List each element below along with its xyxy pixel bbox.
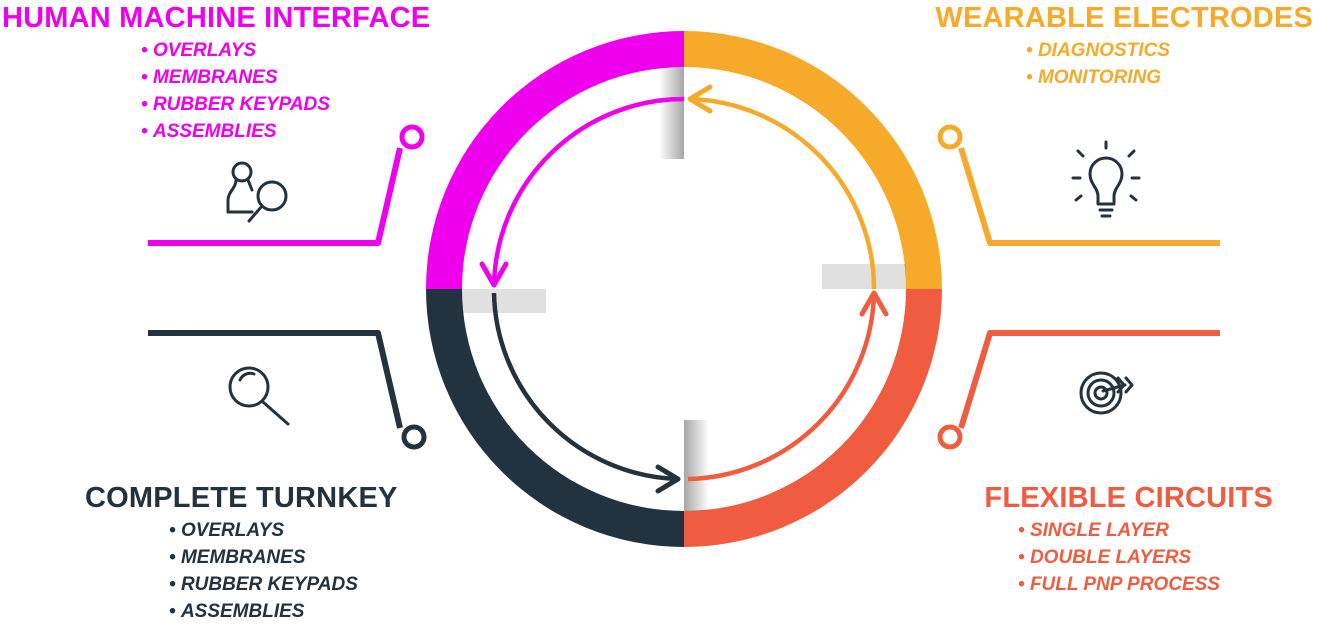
connector-node-wearable	[937, 124, 963, 150]
ring-segment-turnkey	[426, 289, 684, 547]
magnifier-icon	[228, 366, 290, 426]
section-title-wearable: WEARABLE ELECTRODES	[935, 2, 1313, 34]
list-item: FULL PNP PROCESS	[1018, 571, 1220, 598]
arrowhead-orange	[687, 84, 713, 114]
connector-node-hmi	[399, 124, 425, 150]
target-icon	[1079, 371, 1134, 415]
connector-hmi	[148, 147, 403, 246]
inner-arrow-magenta	[491, 96, 685, 286]
ring-segment-hmi	[426, 31, 684, 289]
joint-shadow-right	[822, 264, 906, 289]
joint-shadow-left	[462, 289, 546, 313]
section-list-turnkey: OVERLAYS MEMBRANES RUBBER KEYPADS ASSEMB…	[169, 517, 358, 625]
person-search-icon	[226, 161, 288, 223]
section-title-flex: FLEXIBLE CIRCUITS	[984, 482, 1273, 514]
section-list-flex: SINGLE LAYER DOUBLE LAYERS FULL PNP PROC…	[1018, 517, 1220, 598]
list-item: DOUBLE LAYERS	[1018, 544, 1220, 571]
inner-arrow-coral	[687, 292, 877, 482]
list-item: MEMBRANES	[169, 544, 358, 571]
list-item: RUBBER KEYPADS	[169, 571, 358, 598]
section-list-wearable: DIAGNOSTICS MONITORING	[1026, 37, 1170, 91]
connector-flex	[958, 330, 1220, 429]
inner-arrow-orange	[689, 96, 877, 290]
ring-segment-wearable	[684, 31, 942, 289]
section-title-hmi: HUMAN MACHINE INTERFACE	[2, 2, 431, 34]
arrowhead-navy	[655, 464, 681, 494]
list-item: SINGLE LAYER	[1018, 517, 1220, 544]
connector-node-turnkey	[401, 424, 427, 450]
list-item: OVERLAYS	[169, 517, 358, 544]
list-item: ASSEMBLIES	[169, 598, 358, 625]
list-item: MONITORING	[1026, 64, 1170, 91]
list-item: MEMBRANES	[141, 64, 330, 91]
inner-arrow-navy	[491, 292, 679, 482]
section-title-turnkey: COMPLETE TURNKEY	[85, 482, 398, 514]
arrowhead-magenta	[479, 261, 509, 288]
ring-segment-flex	[684, 289, 942, 547]
arrowhead-coral	[859, 290, 889, 317]
lightbulb-icon	[1071, 140, 1141, 218]
section-list-hmi: OVERLAYS MEMBRANES RUBBER KEYPADS ASSEMB…	[141, 37, 330, 145]
list-item: RUBBER KEYPADS	[141, 91, 330, 118]
list-item: OVERLAYS	[141, 37, 330, 64]
joint-shadow-bottom	[684, 420, 709, 511]
connector-node-flex	[937, 424, 963, 450]
list-item: DIAGNOSTICS	[1026, 37, 1170, 64]
list-item: ASSEMBLIES	[141, 118, 330, 145]
connector-turnkey	[148, 330, 403, 429]
connector-wearable	[958, 147, 1220, 246]
joint-shadow-top	[659, 67, 684, 159]
